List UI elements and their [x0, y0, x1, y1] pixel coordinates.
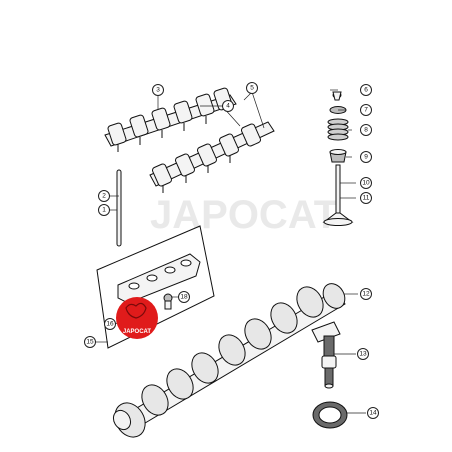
- callout-11: 11: [360, 192, 372, 204]
- callout-8: 8: [360, 124, 372, 136]
- callout-6: 6: [360, 84, 372, 96]
- svg-text:12: 12: [362, 291, 370, 298]
- svg-text:3: 3: [156, 87, 160, 94]
- watermark-text: JAPOCAT: [150, 193, 338, 237]
- callout-5: 5: [246, 82, 258, 94]
- callout-7: 7: [360, 104, 372, 116]
- seal: [312, 401, 348, 429]
- push-rod: [116, 169, 122, 247]
- callout-4: 4: [222, 100, 234, 112]
- callouts: 1 2 3 4 5 6 7 8 9 10 11 12 13 14 15 16 1…: [84, 82, 379, 419]
- svg-text:7: 7: [364, 107, 368, 114]
- svg-text:4: 4: [226, 103, 230, 110]
- callout-3: 3: [152, 84, 164, 96]
- svg-text:14: 14: [369, 410, 377, 417]
- callout-9: 9: [360, 151, 372, 163]
- svg-text:10: 10: [362, 180, 370, 187]
- rocker-arm-assembly-upper: [104, 87, 237, 152]
- callout-13: 13: [357, 348, 369, 360]
- callout-2: 2: [98, 190, 110, 202]
- camshaft-position-sensor: [311, 321, 341, 389]
- camshaft: [112, 283, 346, 438]
- callout-14: 14: [367, 407, 379, 419]
- svg-text:13: 13: [359, 351, 367, 358]
- callout-12: 12: [360, 288, 372, 300]
- callout-15: 15: [84, 336, 96, 348]
- svg-text:9: 9: [364, 154, 368, 161]
- svg-text:11: 11: [363, 195, 370, 202]
- logo-text: JAPOCAT: [123, 329, 152, 335]
- svg-text:15: 15: [86, 339, 94, 346]
- callout-10: 10: [360, 177, 372, 189]
- svg-text:16: 16: [106, 321, 114, 328]
- svg-text:1: 1: [102, 207, 106, 214]
- svg-text:2: 2: [102, 193, 106, 200]
- callout-18: 18: [178, 291, 190, 303]
- lifter-guide-frame: [96, 225, 215, 349]
- callout-1: 1: [98, 204, 110, 216]
- svg-text:5: 5: [250, 85, 254, 92]
- svg-text:18: 18: [180, 294, 188, 301]
- svg-text:8: 8: [364, 127, 368, 134]
- valve-parts-stack: [322, 91, 354, 226]
- callout-16: 16: [104, 318, 116, 330]
- japocat-logo: JAPOCAT: [116, 297, 158, 339]
- rocker-arm-assembly-lower: [149, 121, 275, 193]
- svg-text:6: 6: [364, 87, 368, 94]
